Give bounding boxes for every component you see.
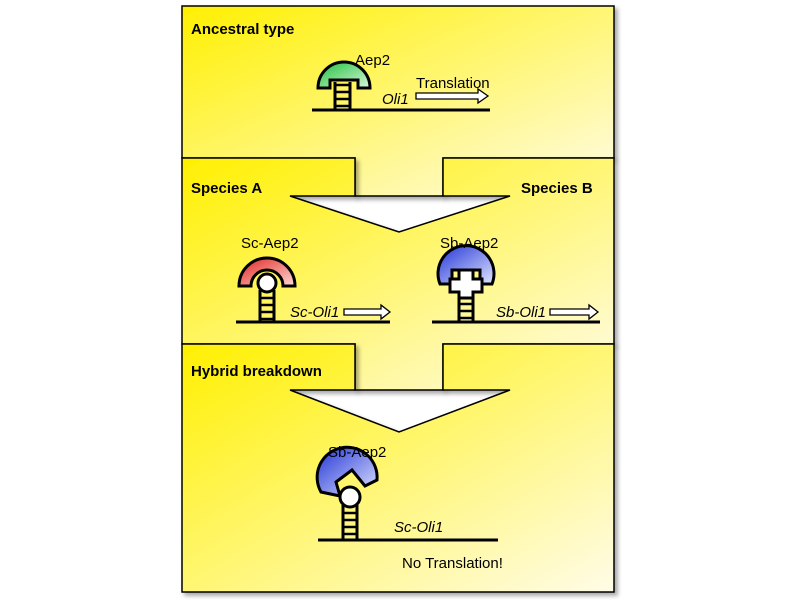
sc-oli1-label: Sc-Oli1 (290, 304, 339, 321)
panel-hybrid: Hybrid breakdown Sb-Aep2 Sc-Oli1 No Tran… (181, 343, 615, 593)
panel-species: Species A Species B Sc-Aep2 Sc-Oli1 (181, 157, 615, 391)
hybrid-sb-aep2-protein (315, 445, 379, 540)
aep2-protein (316, 60, 372, 110)
oli1-gene-label: Oli1 (382, 91, 409, 108)
rna-stem-loop-b (457, 298, 475, 322)
panel-ancestral: Ancestral type Aep2 Oli1 Translation (181, 5, 615, 197)
hybrid-sc-oli1-label: Sc-Oli1 (394, 519, 443, 536)
sc-aep2-protein (237, 256, 297, 322)
species-b-title: Species B (521, 180, 593, 197)
species-a-title: Species A (191, 180, 262, 197)
panel-ancestral-title: Ancestral type (191, 21, 294, 38)
translation-label: Translation (416, 75, 490, 92)
rna-stem-loop (333, 82, 352, 110)
hybrid-sb-aep2-label: Sb-Aep2 (328, 444, 386, 461)
aep2-label: Aep2 (355, 52, 390, 69)
sb-aep2-protein (436, 244, 496, 322)
panel-hybrid-title: Hybrid breakdown (191, 363, 322, 380)
rna-stem-loop-hybrid (341, 505, 359, 540)
translation-arrow (415, 87, 490, 105)
no-translation-label: No Translation! (402, 555, 503, 572)
rna-stem-loop-a (258, 290, 276, 322)
sc-aep2-label: Sc-Aep2 (241, 235, 299, 252)
sb-oli1-label: Sb-Oli1 (496, 304, 546, 321)
sb-translation-arrow (549, 303, 600, 321)
sb-aep2-label: Sb-Aep2 (440, 235, 498, 252)
sc-translation-arrow (343, 303, 392, 321)
panel-hybrid-background (181, 343, 615, 593)
